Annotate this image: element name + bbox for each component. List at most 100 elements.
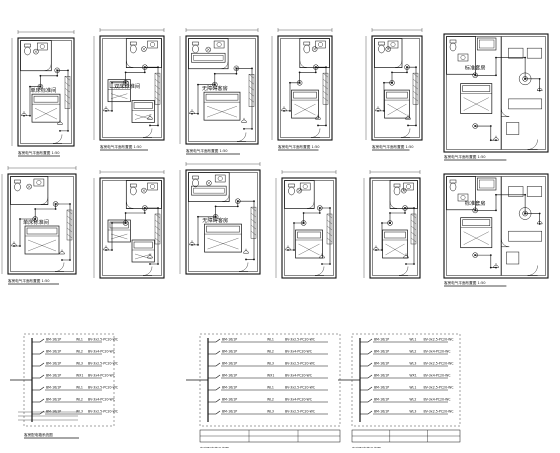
bed-frame bbox=[382, 229, 408, 259]
circuit-id: WL2 bbox=[267, 350, 274, 354]
door-swing bbox=[238, 262, 249, 272]
wiring-route bbox=[284, 82, 300, 112]
wiring-node bbox=[302, 222, 305, 224]
wiring-node bbox=[283, 109, 285, 112]
wiring-route bbox=[192, 84, 215, 115]
bed-hatch bbox=[207, 237, 239, 250]
toilet-tank bbox=[24, 43, 31, 48]
wiring-node bbox=[197, 83, 199, 86]
wardrobe-hatch bbox=[66, 209, 73, 215]
inner-wall bbox=[374, 38, 420, 138]
wiring-node bbox=[383, 109, 385, 112]
fixture-ring bbox=[385, 46, 391, 52]
sink bbox=[147, 40, 158, 49]
cable-spec: BV-3x4-PC20-WC bbox=[424, 374, 452, 378]
wiring-node bbox=[105, 249, 107, 251]
outer-wall bbox=[371, 35, 423, 141]
wiring-node bbox=[34, 218, 37, 220]
fixture-cross bbox=[33, 49, 38, 54]
fixture-cross bbox=[297, 188, 302, 193]
wiring-node bbox=[59, 129, 61, 132]
door bbox=[307, 201, 315, 209]
bed-hatch bbox=[27, 239, 57, 252]
circuit-id: WX1 bbox=[76, 374, 83, 378]
bathtub bbox=[191, 185, 227, 196]
wiring-route bbox=[288, 222, 304, 251]
wardrobe-hatch bbox=[64, 82, 71, 87]
breaker-contact bbox=[39, 338, 45, 343]
tub-inner bbox=[479, 179, 495, 189]
wardrobe-hatch bbox=[154, 225, 161, 231]
socket-arc bbox=[241, 119, 247, 123]
socket-symbol bbox=[405, 114, 411, 120]
wardrobe-hatch bbox=[64, 94, 71, 99]
toilet bbox=[303, 41, 311, 54]
fixture-cross bbox=[141, 47, 146, 52]
light-fixture bbox=[311, 46, 318, 52]
bed-frame bbox=[131, 100, 155, 123]
wardrobe-hatch bbox=[250, 231, 257, 236]
wiring-node bbox=[253, 258, 255, 261]
breaker-contact bbox=[367, 386, 373, 391]
sink-basin bbox=[406, 184, 411, 189]
desk bbox=[506, 251, 520, 265]
bed-hatch bbox=[387, 103, 407, 116]
wardrobe-hatch bbox=[410, 225, 417, 231]
wiring-node bbox=[23, 114, 25, 117]
panel-outline bbox=[351, 333, 461, 427]
door-swing bbox=[126, 60, 134, 68]
wardrobe-hatch bbox=[326, 219, 333, 225]
toilet-tank bbox=[393, 183, 401, 188]
inner-wall bbox=[446, 36, 546, 150]
toilet bbox=[192, 175, 199, 188]
door bbox=[389, 201, 398, 209]
circuit-id: WL1 bbox=[267, 386, 274, 390]
outer-wall bbox=[443, 33, 549, 153]
wiring-node bbox=[251, 127, 253, 130]
wiring-node bbox=[495, 193, 497, 196]
socket-arc bbox=[243, 250, 249, 254]
wiring-node bbox=[235, 67, 238, 70]
cable-spec: BV-3x2.5-PC20-WC bbox=[285, 386, 316, 390]
wiring-node bbox=[67, 129, 69, 132]
wiring-node bbox=[111, 81, 113, 84]
breaker-code: BM-16/1P bbox=[46, 338, 61, 342]
wardrobe-hatch bbox=[410, 231, 417, 237]
wiring-node bbox=[495, 139, 497, 142]
outer-wall bbox=[99, 35, 165, 141]
wiring-node bbox=[197, 112, 199, 115]
wiring-node bbox=[19, 218, 21, 220]
wiring-node bbox=[415, 124, 417, 127]
door-swing bbox=[398, 266, 409, 276]
wiring-node bbox=[495, 74, 497, 77]
bed-pillow bbox=[206, 225, 240, 233]
room-name-label: 无障碍客房 bbox=[202, 216, 228, 224]
wiring-node bbox=[157, 207, 159, 209]
tub-outer bbox=[191, 52, 226, 63]
tub-outer bbox=[476, 37, 497, 51]
wardrobe-hatch bbox=[326, 225, 333, 231]
wardrobe-hatch bbox=[412, 91, 419, 96]
bed-pillow bbox=[386, 91, 408, 99]
breaker-contact bbox=[39, 410, 45, 415]
wiring-node bbox=[105, 109, 107, 112]
wiring-route bbox=[40, 70, 69, 132]
wiring-node bbox=[474, 209, 477, 212]
socket-arc bbox=[493, 264, 499, 268]
fixture-cross bbox=[27, 184, 32, 189]
cable-spec: BV-3x4-PC20-WC bbox=[424, 398, 452, 402]
toilet bbox=[24, 43, 31, 56]
wiring-node bbox=[213, 72, 216, 75]
door bbox=[221, 61, 229, 69]
room-plan: 客房电气平面布置图 1:50 bbox=[365, 28, 423, 151]
wiring-node bbox=[214, 205, 217, 208]
circuit-id: WL3 bbox=[76, 362, 83, 366]
bed bbox=[460, 83, 493, 114]
door bbox=[54, 262, 65, 272]
room-name-label: 双床标准间 bbox=[114, 82, 140, 90]
wiring-node bbox=[191, 243, 193, 246]
wardrobe-hatch bbox=[66, 215, 73, 221]
